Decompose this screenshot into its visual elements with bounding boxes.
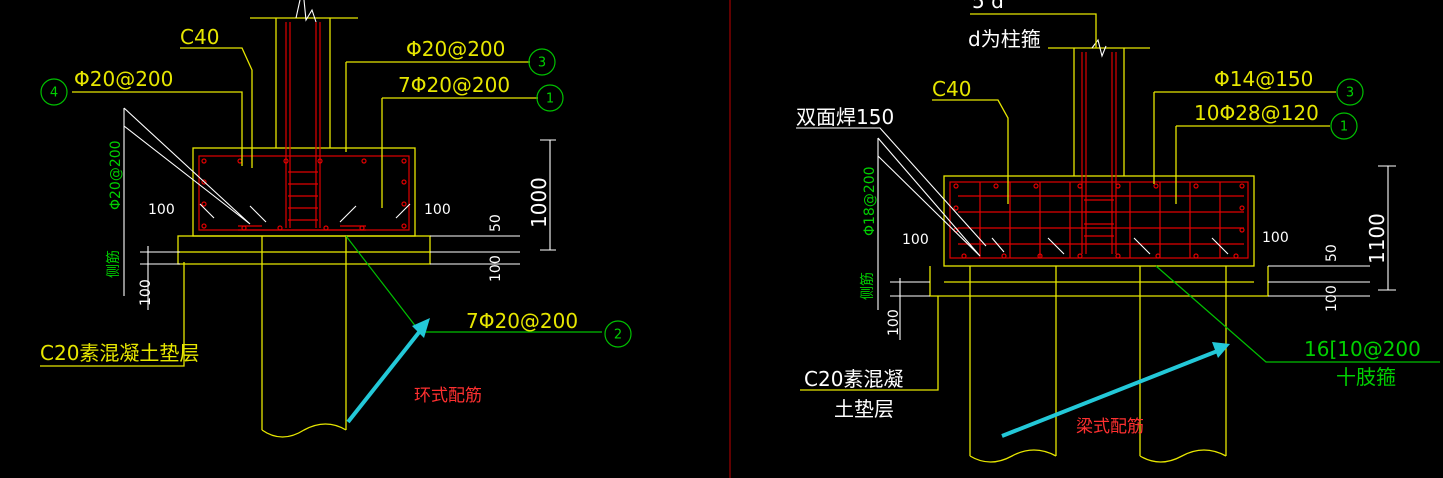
right-callout-1 bbox=[1330, 112, 1358, 140]
right-column bbox=[1048, 47, 1150, 176]
right-dim-ext bbox=[890, 265, 1370, 340]
left-leader-phi20-4 bbox=[72, 91, 243, 166]
left-vert-rebar-label: Φ20@200 bbox=[108, 140, 124, 210]
right-callout-1-number: 1 bbox=[1340, 120, 1348, 135]
right-callout-3-label: Φ14@150 bbox=[1214, 67, 1313, 91]
left-dim-100-left: 100 bbox=[148, 202, 175, 218]
left-top-rebar-label: Φ20@200 bbox=[74, 67, 173, 91]
right-pile-1 bbox=[969, 266, 1057, 463]
right-hoop-hooks bbox=[991, 237, 1229, 255]
right-cushion-label-2: 土垫层 bbox=[834, 397, 894, 421]
right-pile-cap bbox=[943, 175, 1255, 267]
left-callout-1 bbox=[536, 84, 564, 112]
right-leader-phi14 bbox=[1153, 91, 1336, 184]
right-callout-3 bbox=[1336, 78, 1364, 106]
left-dim-100-right: 100 bbox=[424, 202, 451, 218]
right-grade-label: C40 bbox=[932, 77, 971, 101]
left-column bbox=[250, 17, 358, 148]
right-rebar-grid bbox=[958, 182, 1244, 258]
right-bar-dots bbox=[953, 183, 1245, 259]
left-stirrups bbox=[288, 171, 318, 221]
right-column-bars bbox=[1081, 52, 1117, 254]
left-detail: 4 3 1 2 C40 Φ20@200 Φ20@200 7Φ20@200 7Φ2… bbox=[40, 0, 632, 438]
left-callout-3-label: Φ20@200 bbox=[406, 37, 505, 61]
left-bar-dots bbox=[201, 158, 407, 231]
left-cushion-label: C20素混凝土垫层 bbox=[40, 341, 199, 365]
right-dim-100-lower: 100 bbox=[1324, 285, 1340, 312]
right-dim-1100-line bbox=[1378, 165, 1396, 291]
right-stirrup-note: 十肢箍 bbox=[1336, 365, 1396, 389]
right-leader-stirrup bbox=[1155, 265, 1440, 363]
left-dim-50: 50 bbox=[488, 214, 504, 232]
right-dim-100-right: 100 bbox=[1262, 230, 1289, 246]
right-leader-c40 bbox=[932, 99, 1009, 204]
left-hoop-hooks bbox=[199, 203, 411, 223]
left-callout-2-number: 2 bbox=[614, 328, 622, 343]
left-dim-1000-line bbox=[540, 139, 556, 251]
left-bottom-bars bbox=[238, 225, 366, 231]
left-arrow-shaft bbox=[346, 324, 426, 424]
right-dim-100-left: 100 bbox=[902, 232, 929, 248]
right-caption: 梁式配筋 bbox=[1076, 417, 1144, 437]
right-stirrups bbox=[1084, 199, 1114, 237]
left-callout-4 bbox=[40, 78, 68, 106]
right-weld-label: 双面焊150 bbox=[796, 105, 894, 129]
left-callout-1-number: 1 bbox=[546, 92, 554, 107]
left-dim-ext bbox=[140, 235, 520, 310]
right-arrow-head bbox=[1212, 342, 1230, 358]
left-pile bbox=[261, 236, 347, 438]
right-leader-cushion bbox=[800, 296, 939, 391]
left-callout-2-label: 7Φ20@200 bbox=[466, 309, 578, 333]
left-break-mark bbox=[295, 0, 317, 23]
right-dim-100-bottom: 100 bbox=[886, 309, 902, 336]
right-callout-3-number: 3 bbox=[1346, 86, 1354, 101]
left-callout-3-number: 3 bbox=[538, 56, 546, 71]
left-arrow-head bbox=[412, 318, 430, 338]
left-leader-c40 bbox=[180, 47, 253, 168]
right-col-stirrup-note: d为柱箍 bbox=[968, 27, 1041, 51]
left-callout-1-label: 7Φ20@200 bbox=[398, 73, 510, 97]
right-pile-2 bbox=[1139, 266, 1227, 463]
left-column-bars bbox=[285, 22, 321, 228]
right-leader-side bbox=[877, 137, 981, 310]
right-cushion-label-1: C20素混凝 bbox=[804, 367, 903, 391]
right-rebar-cage bbox=[949, 181, 1249, 259]
left-leader-phi20-1 bbox=[381, 97, 538, 208]
left-leader-cushion bbox=[40, 262, 185, 367]
right-leader-top bbox=[970, 13, 1097, 48]
left-dim-100-lower: 100 bbox=[488, 255, 504, 282]
left-caption: 环式配筋 bbox=[414, 386, 482, 406]
right-stirrup-label: 16[10@200 bbox=[1304, 337, 1421, 361]
right-side-note: 侧筋 bbox=[859, 272, 876, 300]
left-rebar-cage bbox=[198, 155, 410, 231]
right-dim-1100: 1100 bbox=[1365, 213, 1389, 264]
right-cushion bbox=[929, 266, 1269, 297]
left-callout-2 bbox=[604, 320, 632, 348]
left-cushion-edge bbox=[177, 252, 431, 265]
right-leader-phi28 bbox=[1175, 125, 1330, 204]
left-leader-phi20-3 bbox=[345, 61, 530, 152]
right-vert-rebar-label: Φ18@200 bbox=[862, 166, 878, 236]
left-dim-1000: 1000 bbox=[527, 177, 551, 228]
right-detail: 3 1 5 d d为柱箍 C40 双面焊150 Φ14@150 10Φ28@12… bbox=[796, 0, 1440, 463]
left-callout-3 bbox=[528, 48, 556, 76]
left-grade-label: C40 bbox=[180, 25, 219, 49]
right-break-mark bbox=[1091, 38, 1107, 58]
left-leader-side-bars bbox=[123, 107, 251, 296]
right-top-partial-text: 5 d bbox=[972, 0, 1004, 13]
left-cushion-top bbox=[177, 235, 431, 253]
left-callout-4-number: 4 bbox=[50, 86, 58, 101]
right-arrow-shaft bbox=[1001, 348, 1221, 438]
right-leader-weld bbox=[796, 127, 987, 247]
left-dim-100-bottom: 100 bbox=[138, 279, 154, 306]
left-side-note: 侧筋 bbox=[105, 250, 122, 278]
right-dim-50: 50 bbox=[1324, 244, 1340, 262]
right-callout-1-label: 10Φ28@120 bbox=[1194, 101, 1319, 125]
